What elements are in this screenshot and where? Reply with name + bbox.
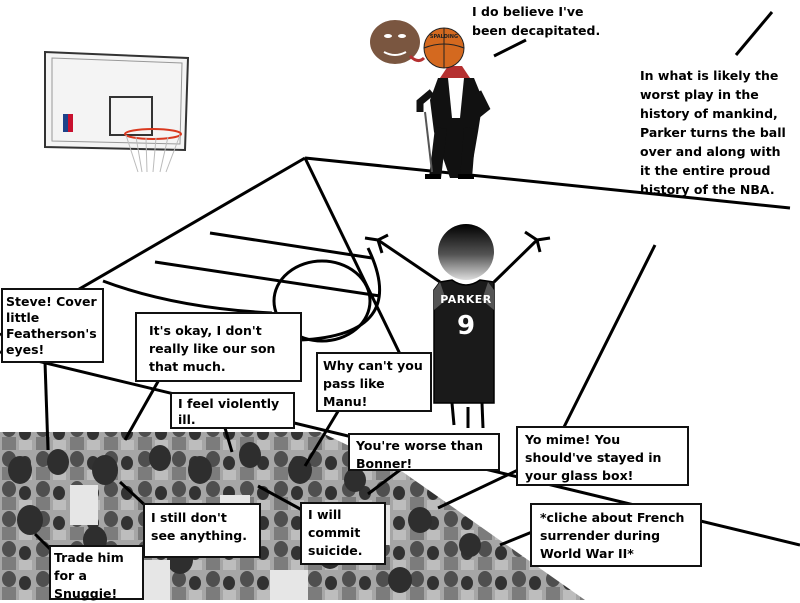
speech-box-ill: I feel violently ill. [170, 392, 295, 429]
parker-figure: PARKER 9 [364, 224, 551, 429]
speech-box-french: *cliche about French surrender during Wo… [530, 503, 702, 567]
basketball-label: SPALDING [430, 34, 458, 40]
caption-pointers [33, 11, 774, 554]
caption-narration: In what is likely the worst play in the … [640, 68, 786, 197]
decapitated-head [370, 20, 426, 64]
speech-box-see: I still don't see anything. [143, 503, 261, 558]
speech-box-snuggie: Trade him for a Snuggie! [49, 545, 144, 601]
headless-gentleman [416, 66, 491, 179]
crowd-photo [0, 432, 585, 600]
jersey-name: PARKER [440, 293, 492, 306]
speech-box-son: It's okay, I don't really like our son t… [135, 312, 302, 382]
speech-box-manu: Why can't you pass like Manu! [316, 352, 432, 412]
speech-box-bonner: You're worse than Bonner! [348, 433, 500, 471]
speech-box-suicide: I will commit suicide. [300, 502, 386, 565]
speech-box-mime: Yo mime! You should've stayed in your gl… [516, 426, 689, 486]
basketball-hoop [44, 50, 190, 173]
basketball: SPALDING [423, 27, 465, 69]
caption-decapitated: I do believe I've been decapitated. [472, 4, 601, 38]
jersey-number: 9 [457, 311, 475, 341]
speech-box-steve: Steve! Cover little Featherson's eyes! [1, 288, 104, 363]
